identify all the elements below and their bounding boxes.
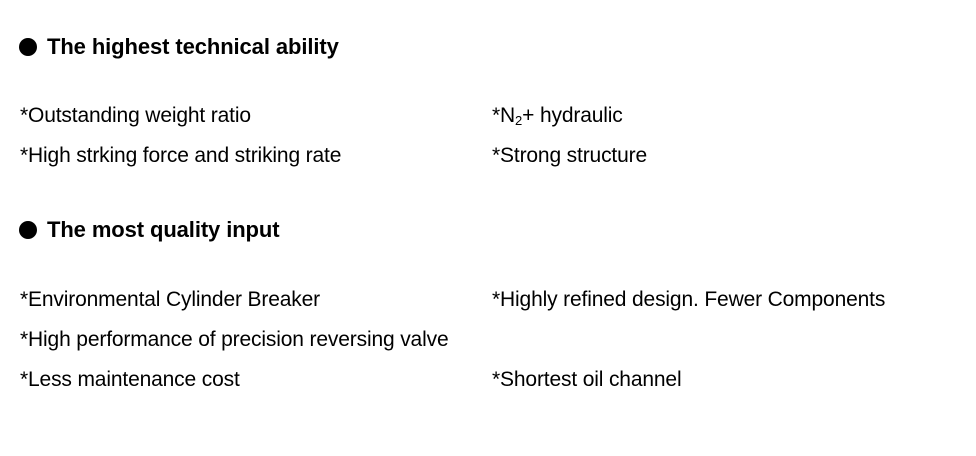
section-heading-technical-ability: The highest technical ability — [19, 36, 339, 58]
feature-row: *Less maintenance cost *Shortest oil cha… — [0, 366, 976, 394]
filled-circle-bullet-icon — [19, 221, 37, 239]
feature-row: *Outstanding weight ratio *N2+ hydraulic — [0, 102, 976, 130]
section-heading-quality-input: The most quality input — [19, 217, 280, 242]
feature-row: *Environmental Cylinder Breaker *Highly … — [0, 286, 976, 314]
feature-item-left: *Outstanding weight ratio — [20, 104, 251, 127]
feature-item-right: *Highly refined design. Fewer Components — [492, 288, 886, 311]
feature-item-left: *High strking force and striking rate — [20, 144, 342, 167]
feature-item-right: *Strong structure — [492, 144, 648, 167]
feature-row: *High performance of precision reversing… — [0, 326, 976, 354]
feature-row: *High strking force and striking rate *S… — [0, 142, 976, 170]
feature-item-right: *N2+ hydraulic — [492, 102, 623, 130]
feature-item-left: *Less maintenance cost — [20, 368, 240, 391]
filled-circle-bullet-icon — [19, 38, 37, 56]
feature-item-right-subscript: 2 — [515, 112, 523, 128]
section-heading-label: The most quality input — [47, 217, 280, 242]
feature-item-right: *Shortest oil channel — [492, 368, 682, 391]
feature-item-left: *Environmental Cylinder Breaker — [20, 288, 320, 311]
feature-item-left: *High performance of precision reversing… — [20, 328, 449, 351]
feature-item-right-suffix: + hydraulic — [522, 104, 623, 127]
section-heading-label: The highest technical ability — [47, 34, 339, 59]
feature-item-right-prefix: *N — [492, 104, 516, 127]
